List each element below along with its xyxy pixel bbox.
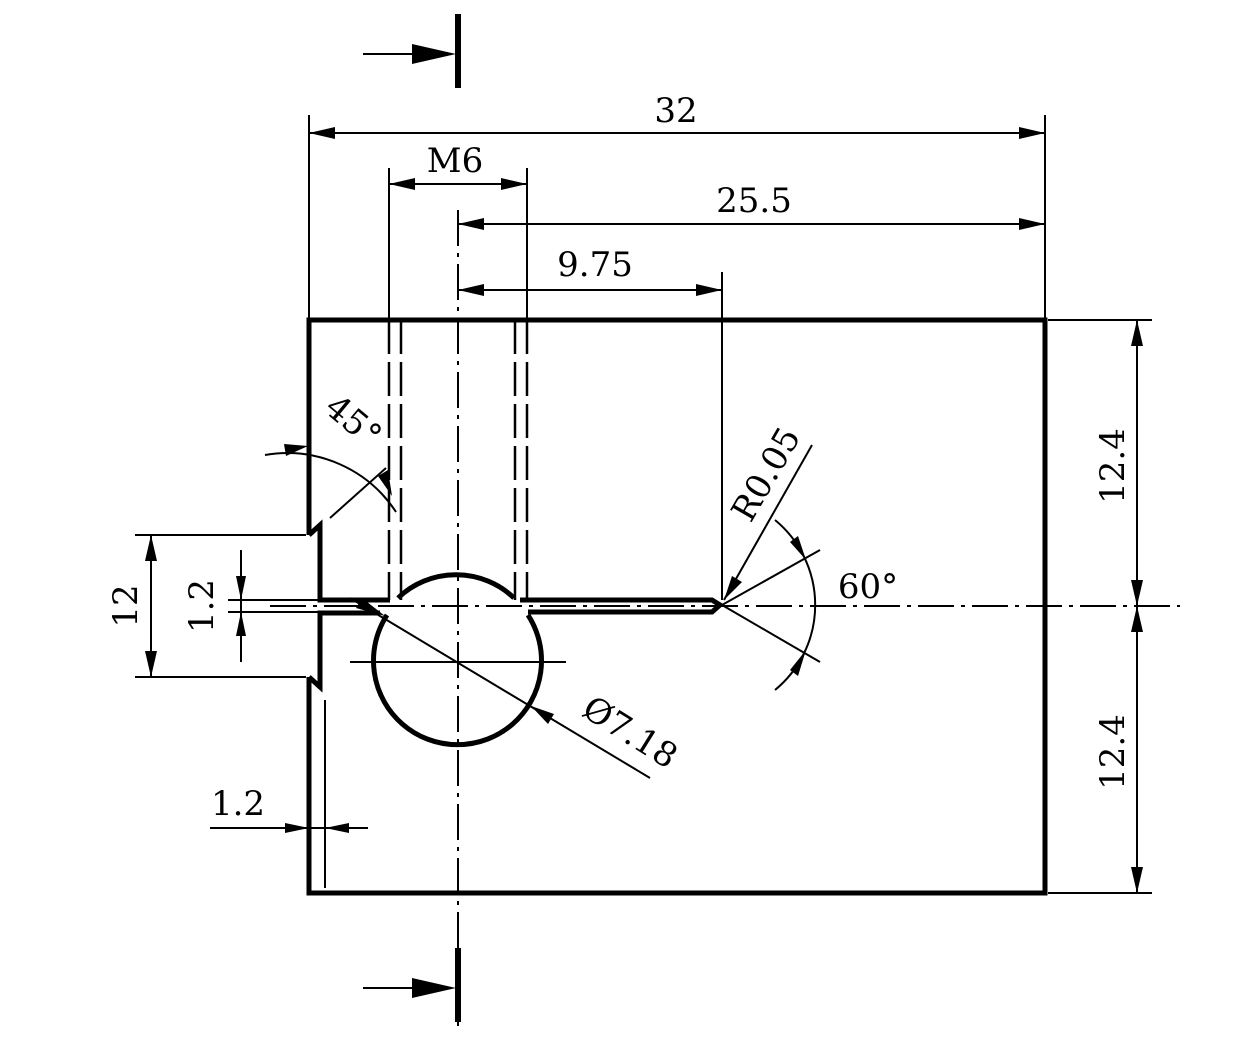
diameter-leader: Ø7.18	[349, 597, 684, 779]
diameter-label: Ø7.18	[575, 688, 684, 777]
dim-label-12-4-lower: 12.4	[1093, 714, 1133, 790]
dim-label-1-2-vertical: 1.2	[182, 579, 222, 633]
angle-label-60: 60°	[838, 567, 898, 607]
radius-leader: R0.05	[723, 421, 813, 601]
thread-hidden-lines	[387, 320, 529, 600]
dim-label-m6: M6	[427, 141, 483, 181]
dim-label-1-2-horizontal: 1.2	[211, 784, 265, 824]
dimension-overall-width: 32	[308, 91, 1046, 318]
dim-label-12-4-upper: 12.4	[1093, 428, 1133, 504]
dimension-heights: 12.4 12.4	[1048, 319, 1152, 894]
angle-60: 60°	[721, 519, 898, 691]
dim-label-12: 12	[106, 584, 146, 627]
dimension-groove-height: 12	[106, 534, 306, 678]
section-marker-bottom	[363, 948, 461, 1022]
dimension-lower-slot-width: 1.2	[210, 784, 368, 833]
dim-label-25-5: 25.5	[716, 181, 792, 221]
angle-label-45: 45°	[317, 387, 389, 456]
angle-45: 45°	[264, 387, 397, 519]
dim-label-9-75: 9.75	[557, 245, 633, 285]
dimension-hole-to-slot-end: 9.75	[458, 245, 723, 600]
dimension-thread: M6	[388, 141, 528, 318]
dimension-slot-width: 1.2	[182, 550, 318, 662]
dimension-hole-to-right: 25.5	[458, 181, 1045, 230]
section-marker-top	[363, 14, 461, 88]
dim-label-32: 32	[654, 91, 697, 131]
